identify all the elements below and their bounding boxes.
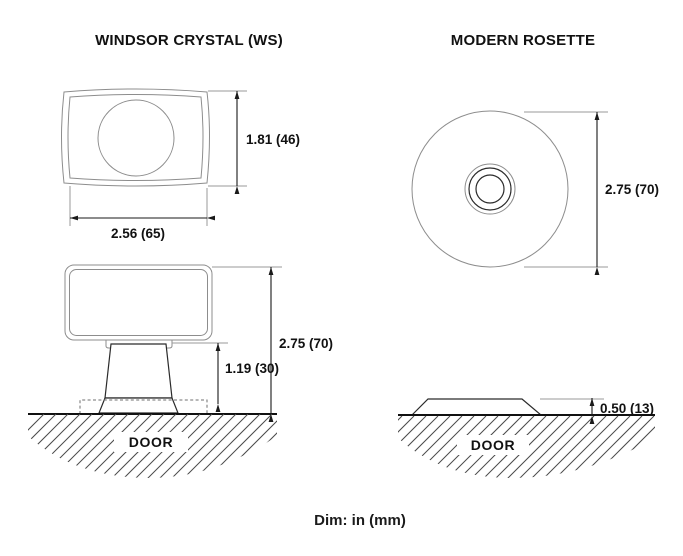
- left-view-title: WINDSOR CRYSTAL (WS): [95, 32, 283, 49]
- knob-stem: [104, 343, 173, 399]
- knob-body-outer: [64, 264, 213, 341]
- knob-face-inner-outline: [67, 94, 204, 181]
- door-hatch-right: [398, 415, 655, 478]
- front-view-height-label: 1.81 (46): [246, 132, 300, 147]
- right-view-title: MODERN ROSETTE: [451, 32, 595, 49]
- front-view-width-dimension: 2.56 (65): [69, 186, 215, 241]
- rosette-bore-circle: [475, 174, 505, 204]
- door-label-backdrop-right: [457, 435, 529, 455]
- knob-body-inner: [69, 269, 208, 336]
- side-view-projection-label: 1.19 (30): [225, 361, 279, 376]
- door-label-backdrop-left: [114, 432, 188, 452]
- rosette-door-label: DOOR: [471, 437, 515, 453]
- knob-face-outer-outline: [61, 88, 210, 187]
- side-view-overall-height-label: 2.75 (70): [279, 336, 333, 351]
- knob-face-center-circle: [97, 99, 175, 177]
- rosette-outer-circle: [411, 110, 569, 268]
- rosette-door-substrate: DOOR: [398, 413, 655, 478]
- rosette-thickness-dimension: 0.50 (13): [540, 398, 654, 424]
- knob-rose-hidden-outline: [79, 399, 208, 414]
- windsor-side-view: [64, 264, 213, 414]
- rosette-ring-outer-circle: [464, 163, 516, 215]
- windsor-front-view: [61, 88, 210, 187]
- front-view-height-dimension: 1.81 (46): [208, 90, 300, 194]
- rosette-ring-middle-circle: [468, 167, 512, 211]
- windsor-door-label: DOOR: [129, 434, 173, 450]
- windsor-door-substrate: DOOR: [28, 412, 277, 478]
- rosette-diameter-label: 2.75 (70): [605, 182, 659, 197]
- front-view-width-label: 2.56 (65): [111, 226, 165, 241]
- rosette-thickness-label: 0.50 (13): [600, 401, 654, 416]
- rosette-side-view: [410, 398, 543, 416]
- rosette-diameter-dimension: 2.75 (70): [524, 111, 659, 275]
- dimension-units-caption: Dim: in (mm): [314, 512, 406, 529]
- rosette-plan-view: [411, 110, 569, 268]
- side-view-projection-dimension: 1.19 (30): [172, 342, 279, 412]
- side-view-overall-height-dimension: 2.75 (70): [212, 266, 333, 422]
- rosette-profile-trapezoid: [410, 398, 543, 416]
